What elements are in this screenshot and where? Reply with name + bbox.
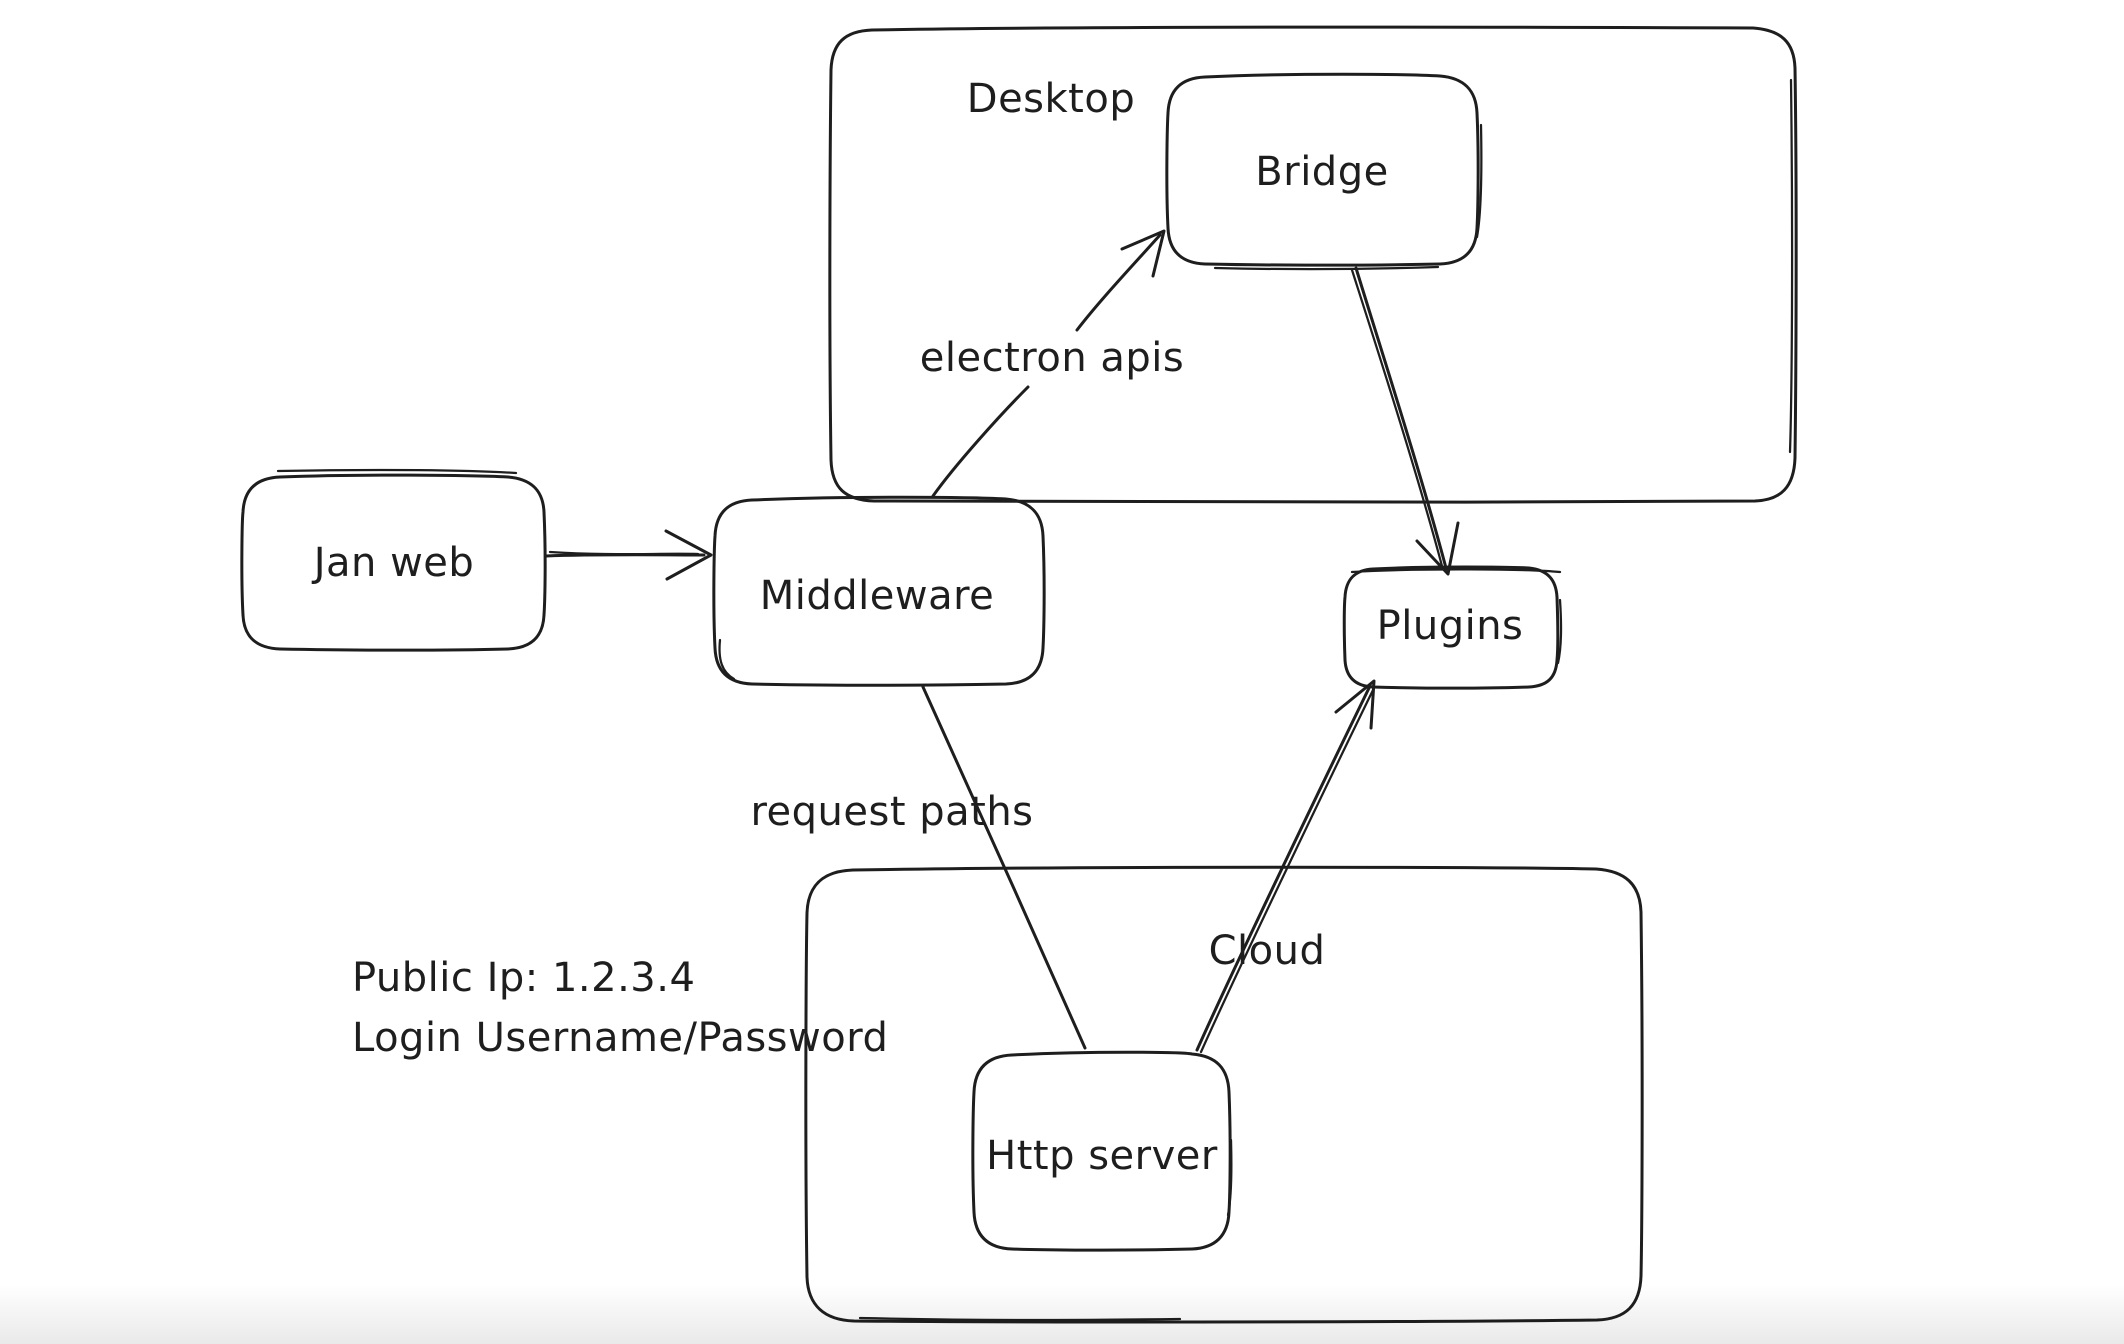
request-paths-edge-label: request paths <box>750 789 1034 835</box>
server-credentials-note: Public Ip: 1.2.3.4 Login Username/Passwo… <box>352 948 888 1068</box>
cloud-container-box <box>804 865 1644 1324</box>
http-server-box-second-stroke <box>1226 1138 1233 1217</box>
electron-apis-edge-label: electron apis <box>909 332 1195 384</box>
http-server-node-label: Http server <box>986 1133 1218 1179</box>
plugins-box-second-stroke <box>1350 568 1563 665</box>
desktop-container-box <box>828 25 1798 504</box>
middleware-box-second-stroke <box>718 638 736 681</box>
jan-web-box-second-stroke <box>276 468 518 475</box>
edge-httpserver-plugins <box>1195 684 1372 1052</box>
bridge-node-label: Bridge <box>1255 149 1389 195</box>
plugins-node-label: Plugins <box>1376 603 1524 649</box>
bridge-box <box>1165 72 1480 267</box>
edge-bridge-plugins-second-stroke <box>1350 268 1444 568</box>
cloud-container-box-second-stroke <box>858 1316 1182 1322</box>
arrowhead-httpserver-plugins <box>1334 679 1376 730</box>
arrowhead-middleware-bridge <box>1120 229 1166 278</box>
cloud-container-label: Cloud <box>1208 928 1326 974</box>
edge-janweb-middleware-second-stroke <box>548 550 700 556</box>
edge-httpserver-plugins-second-stroke <box>1199 686 1376 1054</box>
bridge-box-second-stroke <box>1213 123 1483 271</box>
edge-middleware-bridge <box>931 233 1162 498</box>
desktop-container-box-second-stroke <box>1788 78 1794 454</box>
jan-web-box <box>240 473 547 652</box>
edge-middleware-httpserver <box>921 685 1087 1050</box>
arrowhead-janweb-middleware <box>664 529 713 581</box>
login-credentials-text: Login Username/Password <box>352 1015 889 1061</box>
edge-bridge-plugins <box>1354 266 1448 570</box>
plugins-box <box>1342 565 1560 690</box>
public-ip-text: Public Ip: 1.2.3.4 <box>352 955 696 1001</box>
arrowhead-bridge-plugins <box>1415 521 1460 576</box>
http-server-box <box>971 1050 1232 1252</box>
jan-web-node-label: Jan web <box>313 540 475 586</box>
middleware-node-label: Middleware <box>759 573 995 619</box>
desktop-container-label: Desktop <box>966 76 1136 122</box>
middleware-box <box>712 495 1046 687</box>
